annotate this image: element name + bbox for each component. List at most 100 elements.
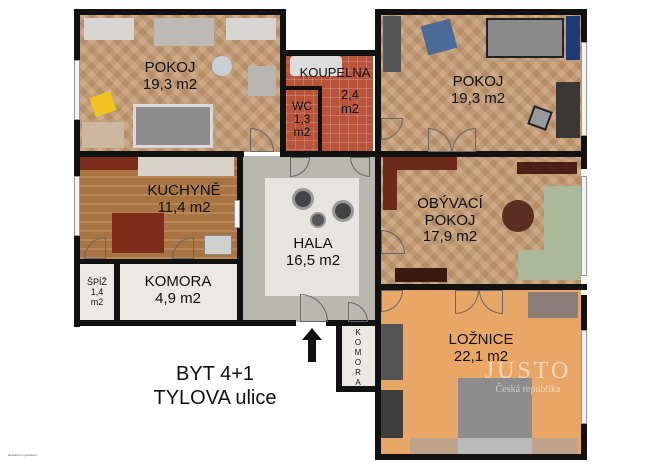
room-name: WC xyxy=(292,99,312,113)
room-label-spiz: ŠPÍŽ 1,4 m2 xyxy=(80,277,114,308)
room-label-koupelna: KOUPELNA xyxy=(296,65,374,80)
letter: A xyxy=(355,378,361,387)
cabinet xyxy=(395,268,447,282)
shelf xyxy=(226,18,276,40)
round-table xyxy=(212,56,232,76)
room-label-komora-small: K O M O R A xyxy=(342,328,374,388)
wall xyxy=(375,284,587,290)
wall xyxy=(74,9,80,327)
window xyxy=(74,60,80,120)
room-komora-left xyxy=(120,263,238,321)
wall xyxy=(375,454,587,460)
room-area: 4,9 m2 xyxy=(155,289,201,307)
room-area-unit: m2 xyxy=(90,296,104,307)
window xyxy=(581,176,587,276)
wall xyxy=(280,9,286,157)
window xyxy=(234,200,240,228)
room-name: ŠPÍŽ xyxy=(86,277,107,287)
letter: M xyxy=(354,348,362,357)
letter: O xyxy=(354,358,362,367)
room-area: 16,5 m2 xyxy=(285,251,341,269)
cabinet xyxy=(383,170,397,210)
window xyxy=(581,42,587,136)
room-label-kuchyne: KUCHYNĚ 11,4 m2 xyxy=(136,182,232,216)
wardrobe xyxy=(381,390,403,438)
wall xyxy=(280,50,380,56)
watermark: JUSTO Česká republika xyxy=(468,358,588,395)
window xyxy=(581,330,587,424)
room-spiz xyxy=(80,263,114,321)
bench xyxy=(528,292,578,318)
wall xyxy=(318,86,322,152)
corner-sofa xyxy=(544,186,581,280)
side-table xyxy=(310,212,326,228)
kitchen-counter xyxy=(80,156,138,170)
room-area: 19,3 m2 xyxy=(450,89,506,107)
armchair xyxy=(332,200,354,222)
room-name: KOMORA xyxy=(144,273,212,290)
title-line1: BYT 4+1 xyxy=(175,363,255,385)
wall xyxy=(114,259,120,323)
wall xyxy=(375,151,587,157)
tv-stand xyxy=(517,162,577,174)
room-komora-small xyxy=(341,323,375,389)
room-name: HALA xyxy=(293,235,333,252)
wardrobe xyxy=(566,16,580,60)
wall xyxy=(237,151,243,323)
room-area: 17,9 m2 xyxy=(422,228,478,245)
desk xyxy=(82,122,124,148)
wall xyxy=(74,9,286,15)
armchair xyxy=(292,188,314,210)
armchair xyxy=(248,66,276,96)
wall xyxy=(326,320,381,326)
room-name: POKOJ xyxy=(144,59,196,76)
wall xyxy=(74,259,242,264)
room-area: 1,4 xyxy=(90,286,104,297)
wall xyxy=(74,151,244,157)
wall xyxy=(280,151,380,157)
room-name: KOUPELNA xyxy=(299,65,371,80)
wall xyxy=(375,9,587,15)
cabinet xyxy=(383,156,457,170)
room-name: LOŽNICE xyxy=(448,331,514,348)
room-label-wc: WC 1,3 m2 xyxy=(286,99,318,140)
wall xyxy=(286,86,322,90)
corner-sofa xyxy=(518,250,548,280)
room-area: 22,1 m2 xyxy=(453,347,509,365)
wall xyxy=(336,320,342,392)
room-label-komora-left: KOMORA 4,9 m2 xyxy=(130,273,226,307)
letter: R xyxy=(355,368,361,377)
caption: Ilustrativní vyobrazení xyxy=(8,453,38,457)
dining-table xyxy=(112,213,164,253)
round-rug xyxy=(502,200,534,232)
sink xyxy=(204,235,232,255)
kitchen-counter xyxy=(138,156,234,176)
wall xyxy=(375,9,381,460)
watermark-brand: JUSTO xyxy=(484,358,572,384)
room-area: 11,4 m2 xyxy=(157,198,211,216)
wall xyxy=(336,386,380,392)
room-name-line2: POKOJ xyxy=(424,211,476,229)
title-line2: TYLOVA ulice xyxy=(153,387,277,409)
room-area: 19,3 m2 xyxy=(142,75,198,93)
room-label-pokoj-left: POKOJ 19,3 m2 xyxy=(130,59,210,93)
plan-title: BYT 4+1 TYLOVA ulice xyxy=(130,362,300,410)
window xyxy=(74,176,80,236)
room-label-koupelna-area: 2,4 m2 xyxy=(330,87,370,117)
letter: K xyxy=(355,328,361,337)
room-label-loznice: LOŽNICE 22,1 m2 xyxy=(436,331,526,365)
room-area-unit: m2 xyxy=(293,125,311,140)
room-name: OBÝVACÍ xyxy=(417,195,483,212)
letter: O xyxy=(354,338,362,347)
wall xyxy=(74,320,296,326)
bed xyxy=(486,18,564,58)
room-area-unit: m2 xyxy=(340,101,360,117)
wardrobe xyxy=(381,324,403,380)
room-label-obyvaci-pokoj: OBÝVACÍ POKOJ 17,9 m2 xyxy=(408,195,492,246)
room-name: POKOJ xyxy=(452,73,504,90)
rug xyxy=(410,438,578,454)
room-name: KUCHYNĚ xyxy=(147,182,221,199)
room-label-pokoj-right: POKOJ 19,3 m2 xyxy=(438,73,518,107)
room-area: 2,4 xyxy=(340,87,360,102)
